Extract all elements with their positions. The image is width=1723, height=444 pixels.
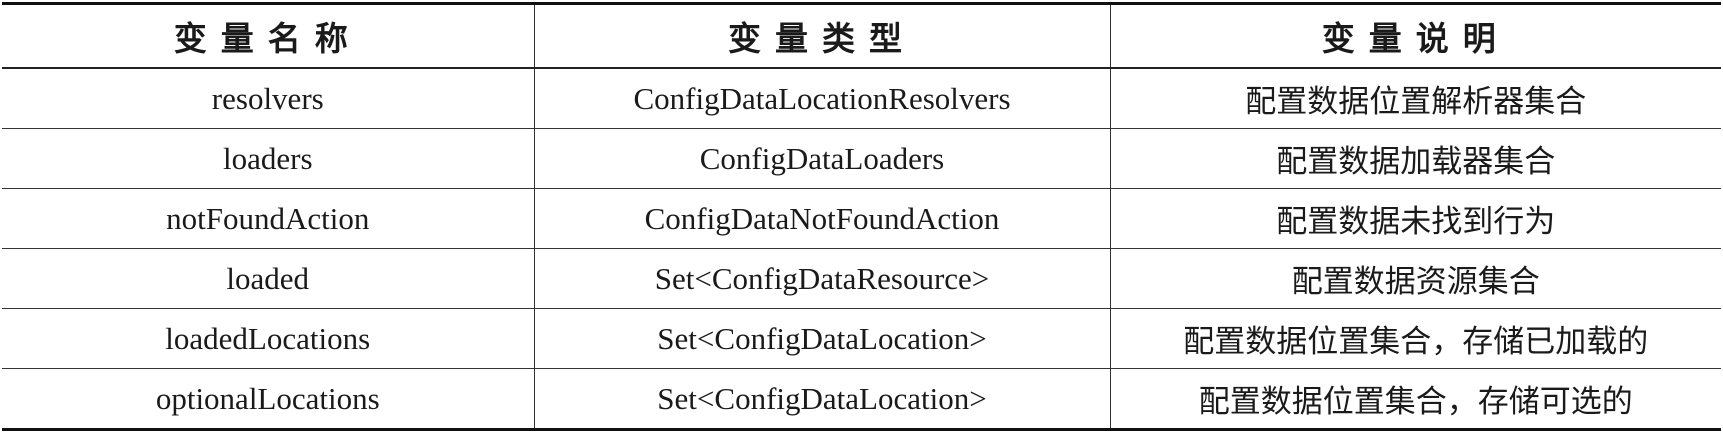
cell-name: resolvers [2, 68, 535, 129]
table-row: resolvers ConfigDataLocationResolvers 配置… [2, 68, 1721, 129]
table-row: optionalLocations Set<ConfigDataLocation… [2, 368, 1721, 431]
table-row: loaded Set<ConfigDataResource> 配置数据资源集合 [2, 248, 1721, 309]
cell-description: 配置数据未找到行为 [1109, 188, 1721, 249]
cell-type: ConfigDataLoaders [533, 128, 1111, 189]
header-variable-description: 变量说明 [1109, 2, 1721, 69]
table-row: loaders ConfigDataLoaders 配置数据加载器集合 [2, 128, 1721, 189]
table-header-row: 变量名称 变量类型 变量说明 [2, 2, 1721, 69]
table-row: loadedLocations Set<ConfigDataLocation> … [2, 308, 1721, 369]
cell-description: 配置数据位置集合，存储可选的 [1109, 368, 1721, 431]
cell-type: ConfigDataNotFoundAction [533, 188, 1111, 249]
cell-description: 配置数据位置集合，存储已加载的 [1109, 308, 1721, 369]
cell-description: 配置数据资源集合 [1109, 248, 1721, 309]
cell-name: loaded [2, 248, 535, 309]
cell-name: loaders [2, 128, 535, 189]
cell-name: optionalLocations [2, 368, 535, 431]
cell-type: ConfigDataLocationResolvers [533, 68, 1111, 129]
cell-type: Set<ConfigDataResource> [533, 248, 1111, 309]
variables-table: 变量名称 变量类型 变量说明 resolvers ConfigDataLocat… [2, 2, 1721, 431]
table-row: notFoundAction ConfigDataNotFoundAction … [2, 188, 1721, 249]
cell-type: Set<ConfigDataLocation> [533, 308, 1111, 369]
cell-type: Set<ConfigDataLocation> [533, 368, 1111, 431]
cell-name: loadedLocations [2, 308, 535, 369]
cell-description: 配置数据位置解析器集合 [1109, 68, 1721, 129]
header-variable-name: 变量名称 [2, 2, 535, 69]
cell-name: notFoundAction [2, 188, 535, 249]
cell-description: 配置数据加载器集合 [1109, 128, 1721, 189]
header-variable-type: 变量类型 [533, 2, 1111, 69]
